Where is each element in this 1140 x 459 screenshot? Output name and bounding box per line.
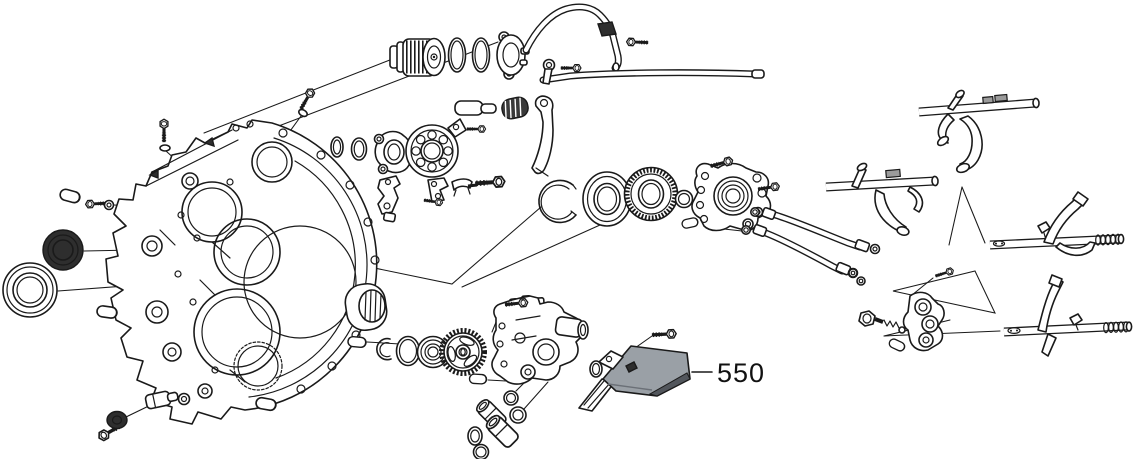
dowel-pin-mid [95, 304, 119, 320]
o-ring-a [330, 136, 344, 158]
toothed-gear [623, 166, 679, 222]
o-ring-d [395, 335, 421, 367]
suction-collars [467, 390, 527, 459]
transaxle-housing [105, 119, 380, 425]
dowel-pin-small [468, 373, 488, 385]
sealing-washer [106, 410, 128, 430]
pump-sprocket [439, 328, 487, 376]
dowel-pin-upper [58, 187, 82, 205]
detent-bracket [848, 265, 957, 354]
bolt-washer-left [85, 200, 115, 211]
shift-rail-3 [989, 191, 1125, 257]
oil-seal-large [2, 262, 58, 318]
flange-bolt-top-left [160, 119, 171, 152]
shift-rail-2 [825, 162, 939, 236]
bearing-retainer [373, 130, 412, 175]
oil-pump-body [491, 294, 589, 385]
pivot-shaft [454, 100, 497, 116]
shift-rail-1 [918, 89, 1040, 174]
ball-bearing-small [416, 335, 450, 369]
banjo-pipe-b [740, 223, 859, 279]
dowel-pin-pump [346, 335, 368, 349]
snap-ring [538, 179, 577, 224]
small-lever-bolt [447, 118, 488, 138]
oil-pump-cover [680, 156, 780, 232]
strainer-o-ring-2 [471, 37, 491, 73]
strainer-cover [496, 31, 530, 80]
interlock-brackets [377, 176, 505, 223]
flange-bolt-top-right [298, 87, 316, 118]
c-ring [376, 337, 392, 361]
oil-pipe-long [539, 58, 765, 85]
ball-bearing-large [405, 124, 459, 178]
oil-pipe-upper [522, 3, 648, 72]
shift-lever-arm [531, 95, 554, 177]
detent-spring-bolt [858, 310, 906, 334]
oil-seal-small [42, 229, 84, 271]
o-ring-small [674, 189, 694, 209]
angular-bearing [582, 171, 632, 227]
oil-filter-550 [578, 329, 691, 412]
roller-bearing [344, 282, 388, 332]
o-ring-b [350, 137, 368, 161]
callout-550-label[interactable]: 550 [717, 358, 765, 388]
detent-spring [501, 96, 529, 120]
strainer-o-ring-1 [447, 37, 467, 73]
callout-550[interactable]: 550 [691, 358, 765, 388]
banjo-pipe-a [749, 206, 881, 255]
breather-plug [144, 390, 191, 410]
oil-strainer-cartridge [389, 37, 446, 77]
shift-rail-4 [1003, 274, 1133, 357]
